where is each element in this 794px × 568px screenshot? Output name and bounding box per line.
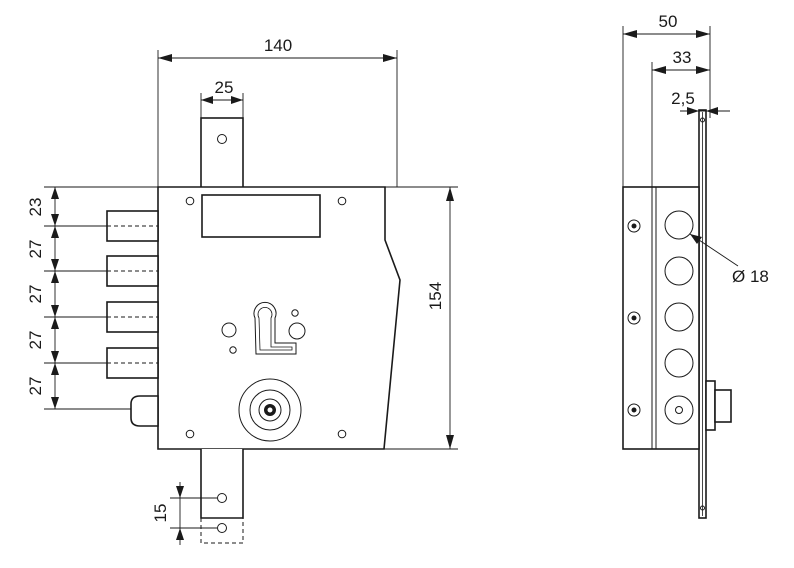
height-label: 154 — [426, 282, 445, 310]
bottom-hole-label: 15 — [151, 504, 170, 523]
hole-diameter-label: Ø 18 — [732, 267, 769, 286]
width-label: 140 — [264, 36, 292, 55]
bottom-tongue — [200, 449, 244, 544]
bolt-4 — [106, 347, 159, 379]
side-dimensions: 50 33 2,5 Ø 18 — [622, 12, 769, 286]
bolt-2 — [106, 255, 159, 287]
bolt-3 — [106, 301, 159, 333]
plate-thickness-label: 2,5 — [671, 89, 695, 108]
latch — [130, 395, 159, 427]
body-screws — [185, 196, 347, 439]
bolt-1 — [106, 210, 159, 242]
front-dimensions: 140 25 154 23 27 27 27 — [26, 36, 458, 545]
front-view — [106, 117, 401, 544]
bolt-spacing-label-3: 27 — [26, 331, 45, 350]
top-tongue — [200, 117, 244, 189]
body-depth-label: 33 — [673, 48, 692, 67]
lower-cam — [238, 378, 302, 442]
cylinder-keyway — [221, 301, 306, 355]
bolt-spacing-label-2: 27 — [26, 285, 45, 304]
window-slot — [201, 194, 321, 238]
bolt-spacing-label-1: 27 — [26, 240, 45, 259]
bolt-holes — [664, 210, 694, 425]
side-view — [622, 109, 732, 519]
bolt-offset-label: 23 — [26, 198, 45, 217]
side-cylinder — [705, 380, 732, 431]
tongue-width-label: 25 — [215, 78, 234, 97]
depth-label: 50 — [659, 12, 678, 31]
side-screws — [627, 219, 641, 417]
bolt-spacing-label-4: 27 — [26, 377, 45, 396]
